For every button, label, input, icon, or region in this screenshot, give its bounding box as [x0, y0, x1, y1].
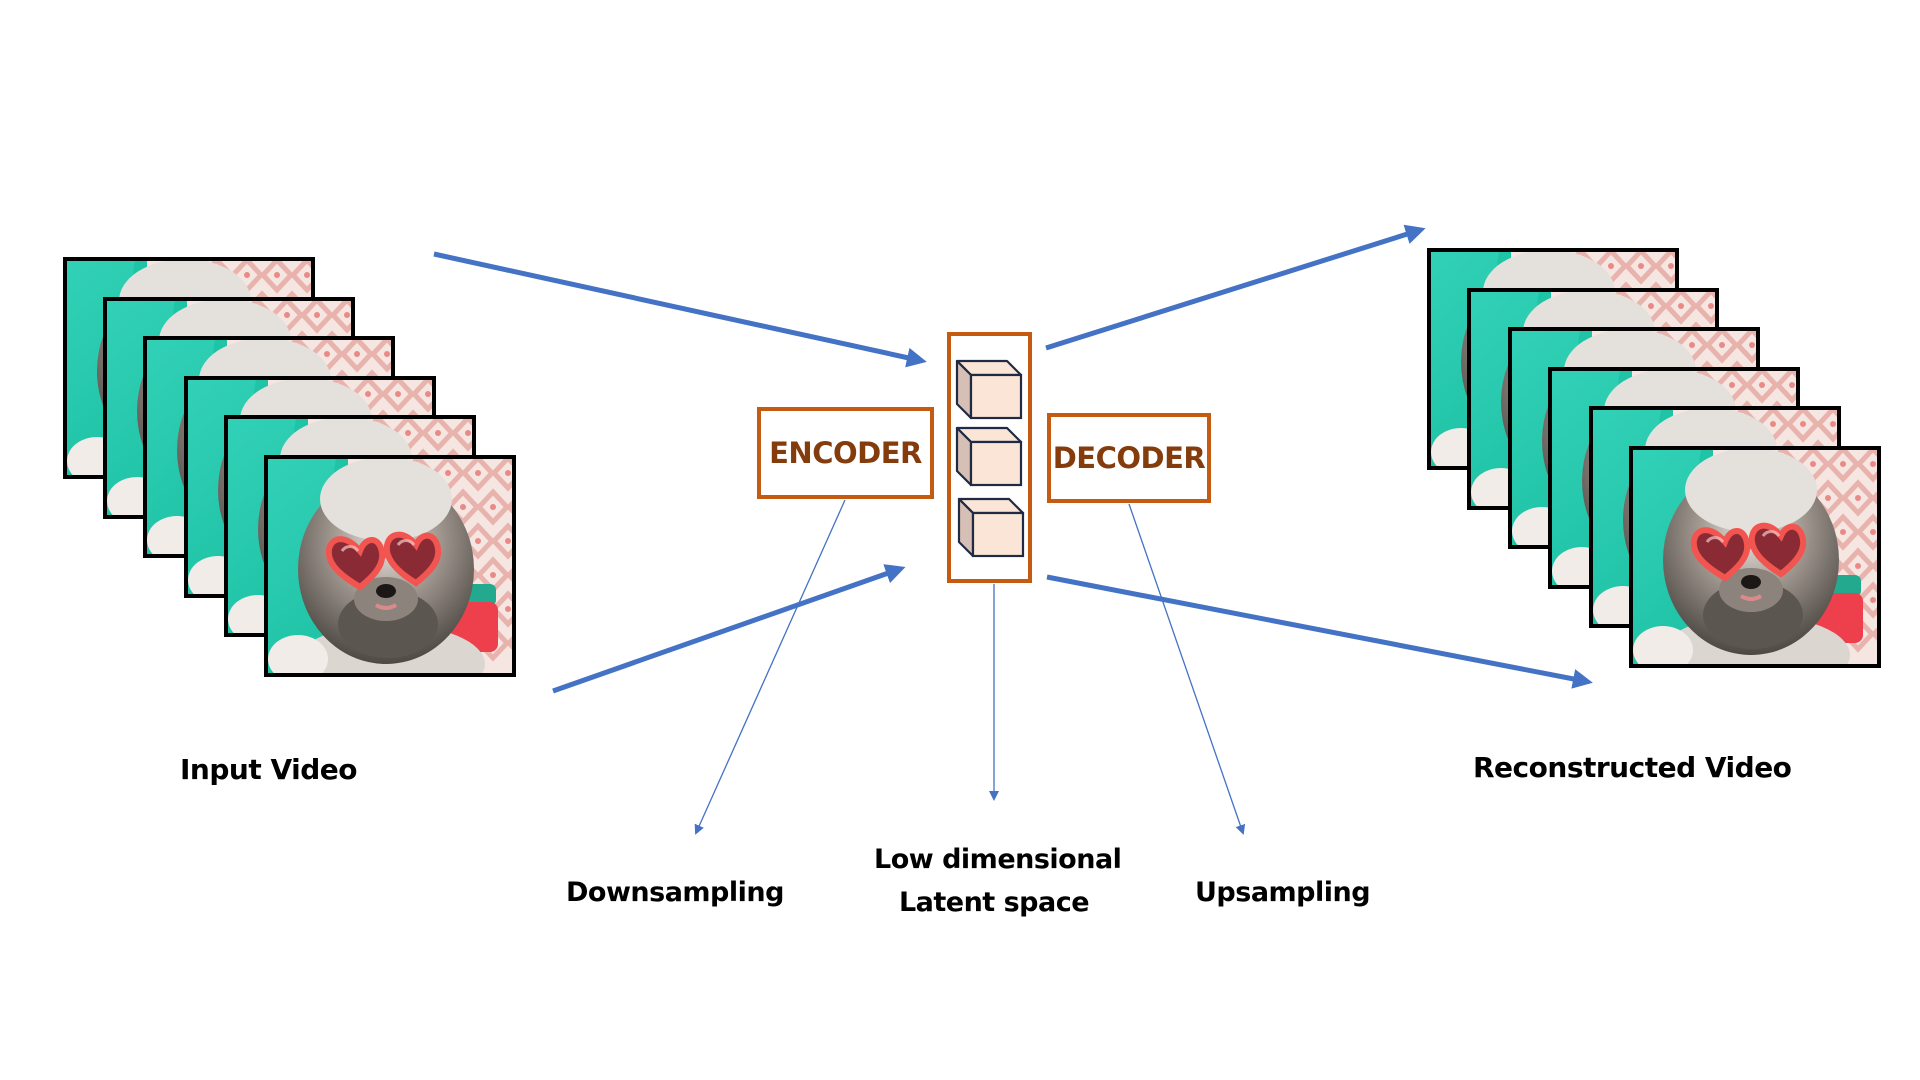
- cube-icon: [955, 426, 1023, 487]
- pointer-decoder-upsampling: [1128, 503, 1246, 835]
- arrow-latent-to-output-bottom: [1046, 574, 1593, 689]
- arrow-latent-to-output-top: [1045, 224, 1426, 351]
- decoder-block: DECODER: [1047, 413, 1211, 503]
- input-video-label: Input Video: [180, 753, 358, 786]
- downsampling-label: Downsampling: [566, 877, 784, 908]
- latent-space-label-line1: Low dimensional: [874, 844, 1122, 875]
- arrow-input-to-latent-bottom: [552, 564, 906, 694]
- encoder-label: ENCODER: [769, 436, 922, 470]
- latent-space-label-line2: Latent space: [898, 887, 1090, 918]
- upsampling-label: Upsampling: [1195, 877, 1371, 908]
- cube-icon: [955, 359, 1023, 420]
- pointer-encoder-downsampling: [694, 499, 846, 835]
- cube-icon: [957, 497, 1025, 558]
- arrow-input-to-latent-top: [433, 251, 927, 368]
- encoder-block: ENCODER: [757, 407, 934, 499]
- decoder-label: DECODER: [1052, 441, 1206, 475]
- reconstructed-video-label: Reconstructed Video: [1473, 751, 1792, 784]
